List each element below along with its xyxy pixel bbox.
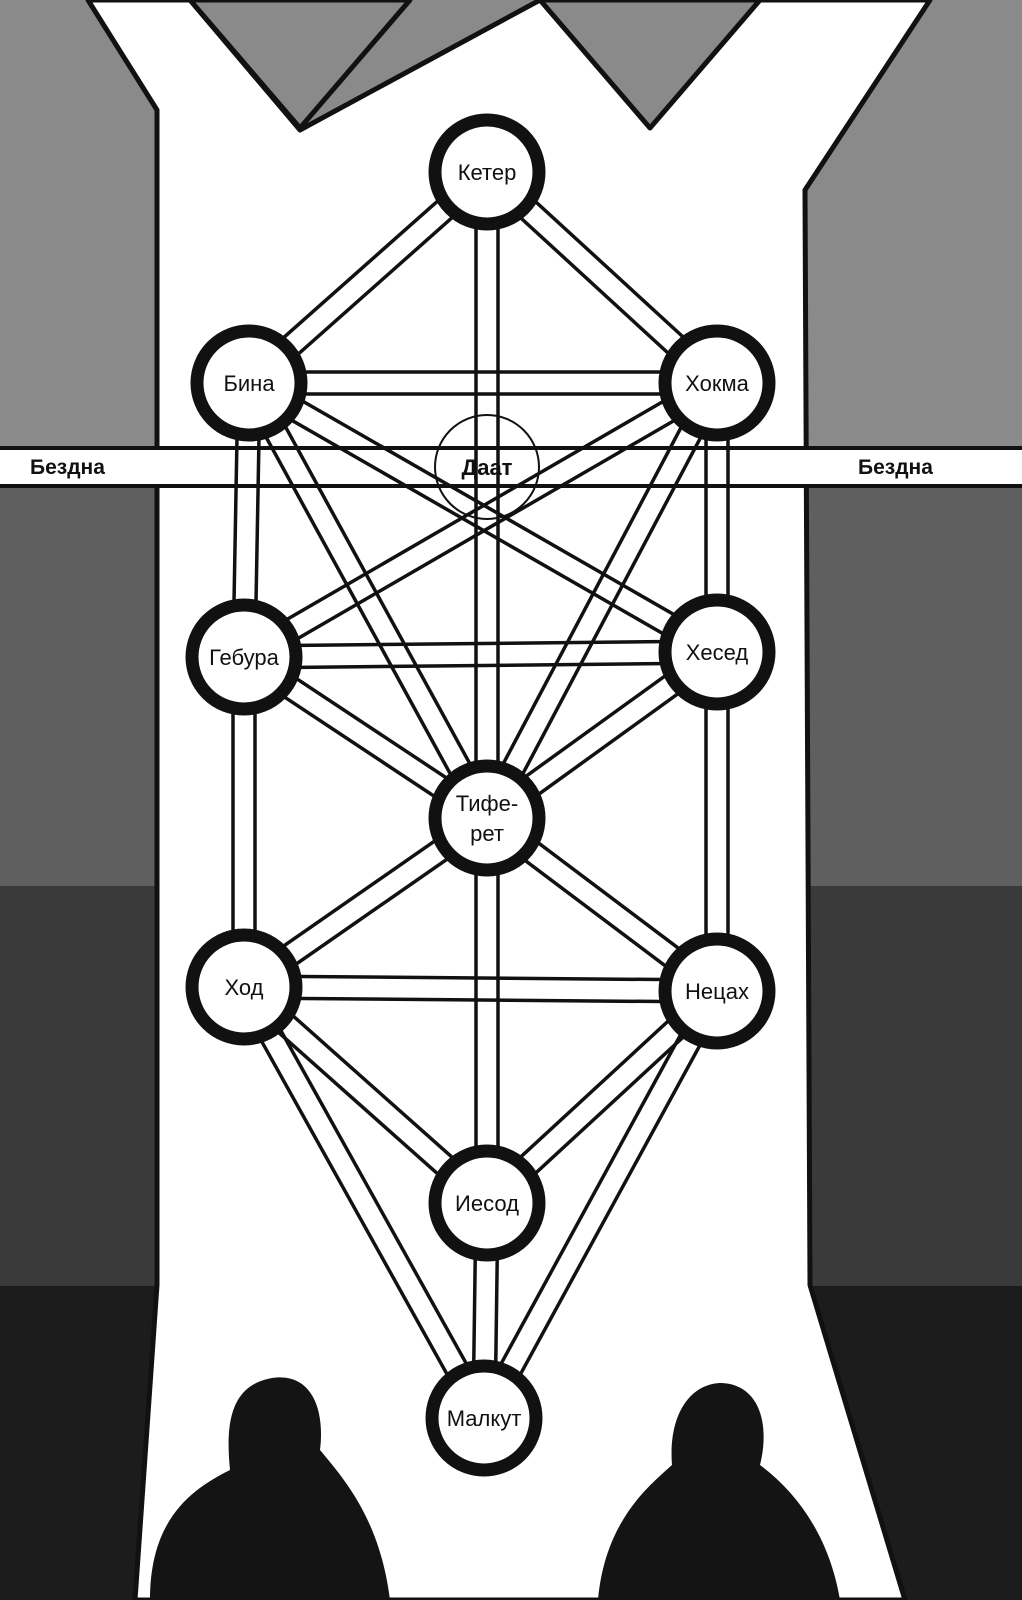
sephira-malkut: Малкут xyxy=(425,1359,543,1477)
sephira-label: Нецах xyxy=(685,979,749,1004)
sephira-circle xyxy=(658,593,776,711)
daat-node: Даат xyxy=(434,414,540,520)
sephira-circle xyxy=(658,324,776,442)
sephira-circle xyxy=(185,598,303,716)
path-edge-a xyxy=(237,371,713,649)
sephira-gebura: Гебура xyxy=(185,598,303,716)
sephira-circle xyxy=(428,113,546,231)
sephira-circle xyxy=(190,324,308,442)
path-edge-b xyxy=(257,376,499,814)
abyss-band: Бездна Бездна xyxy=(0,446,1022,488)
sephira-label: Хесед xyxy=(686,640,749,665)
sephira-label: Гебура xyxy=(209,645,280,670)
path-bina-tiferet xyxy=(237,376,499,825)
sephira-hokhma: Хокма xyxy=(658,324,776,442)
sephira-bina: Бина xyxy=(190,324,308,442)
path-edge-b xyxy=(252,980,496,1414)
sephira-label: Тифе- xyxy=(456,791,518,816)
path-hesed-gebura xyxy=(243,639,718,670)
silhouette-right xyxy=(598,1383,840,1600)
path-edge-a xyxy=(232,991,476,1425)
path-keter-tiferet xyxy=(474,172,500,818)
sephira-tiferet: Тифе-рет xyxy=(428,759,546,877)
path-edge-a xyxy=(244,974,718,982)
sephira-circle xyxy=(428,1144,546,1262)
sephira-circle xyxy=(658,932,776,1050)
abyss-label-right: Бездна xyxy=(858,456,933,479)
sephira-label: Хокма xyxy=(685,371,749,396)
path-bina-hesed xyxy=(242,371,724,664)
sephira-circle xyxy=(425,1359,543,1477)
daat-circle xyxy=(434,414,540,520)
top-left-notch xyxy=(187,0,413,131)
path-edge-a xyxy=(472,984,709,1414)
silhouette-left xyxy=(150,1377,390,1600)
path-hokhma-gebura xyxy=(237,371,724,669)
path-edge-a xyxy=(237,387,479,825)
sephira-label: Ход xyxy=(224,975,263,1000)
sephira-label: Малкут xyxy=(447,1406,522,1431)
sephira-keter: Кетер xyxy=(428,113,546,231)
sephira-netsah: Нецах xyxy=(658,932,776,1050)
daat-label: Даат xyxy=(462,455,513,480)
path-edge-b xyxy=(244,661,718,670)
sephira-hod: Ход xyxy=(185,928,303,1046)
sephira-label: Кетер xyxy=(458,160,517,185)
abyss-label-left: Бездна xyxy=(30,456,105,479)
path-edge-a xyxy=(475,377,709,814)
path-hod-malkut xyxy=(232,980,496,1425)
sephira-circle xyxy=(185,928,303,1046)
path-edge-b xyxy=(253,371,724,644)
sephira-label: рет xyxy=(470,821,504,846)
path-netsah-malkut xyxy=(472,984,729,1425)
path-edge-a xyxy=(242,391,713,664)
path-hokhma-bina xyxy=(249,370,717,396)
abyss-strip xyxy=(0,448,1022,486)
sephira-circle xyxy=(428,759,546,877)
path-netsah-hod xyxy=(243,974,718,1004)
path-edge-a xyxy=(243,639,717,648)
sephira-label: Бина xyxy=(223,371,275,396)
sephira-yesod: Иесод xyxy=(428,1144,546,1262)
sephira-label: Иесод xyxy=(455,1191,519,1216)
path-tiferet-yesod xyxy=(474,818,500,1203)
path-edge-b xyxy=(248,391,724,669)
sephira-hesed: Хесед xyxy=(658,593,776,711)
top-right-notch xyxy=(537,0,763,131)
path-edge-b xyxy=(243,996,717,1004)
path-edge-b xyxy=(492,995,729,1425)
